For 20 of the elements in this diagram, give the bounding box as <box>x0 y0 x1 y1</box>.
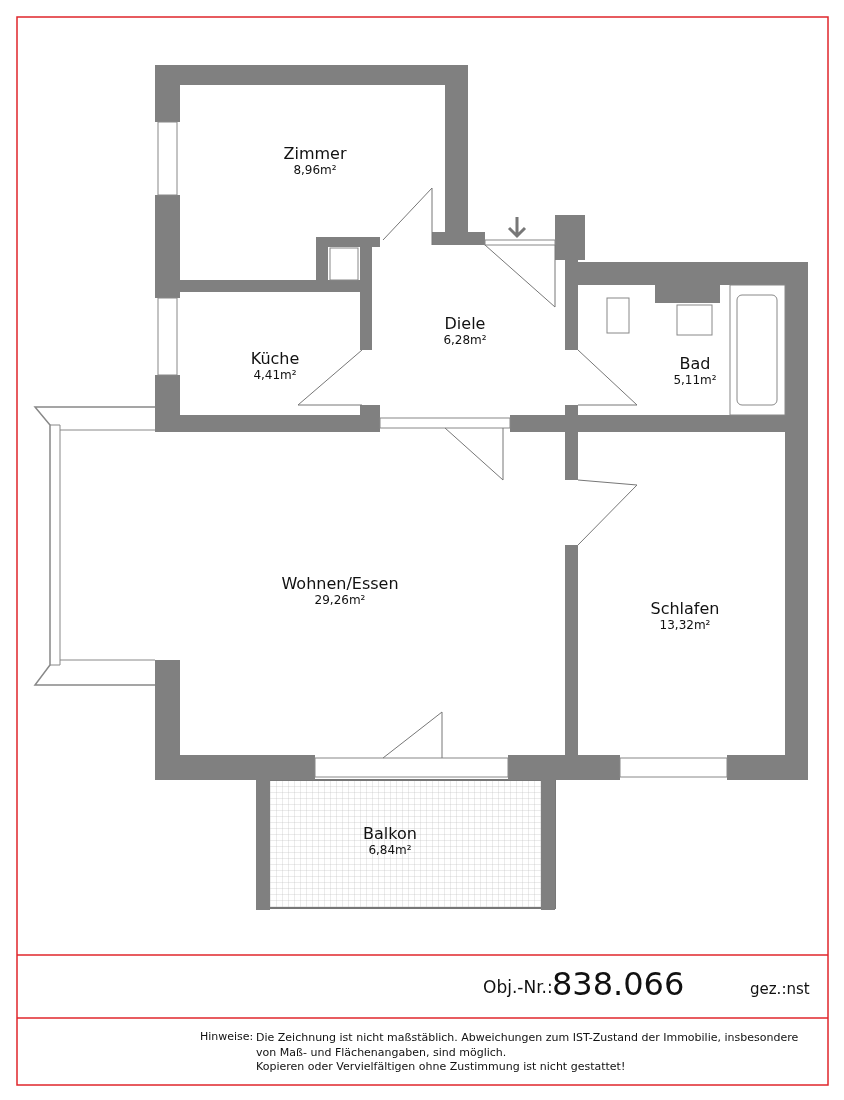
room-name: Wohnen/Essen <box>281 573 399 593</box>
room-name: Diele <box>444 313 486 333</box>
object-number-label: Obj.-Nr.: <box>483 977 553 997</box>
room-name: Schlafen <box>650 598 720 618</box>
room-name: Balkon <box>363 823 417 843</box>
notes-label: Hinweise: <box>200 1030 254 1043</box>
room-area: 8,96m² <box>293 162 337 177</box>
room-area: 29,26m² <box>314 592 366 607</box>
room-area: 6,84m² <box>368 842 412 857</box>
room-name: Zimmer <box>283 143 347 163</box>
room-area: 4,41m² <box>253 367 297 382</box>
room-name: Bad <box>679 353 711 373</box>
drafter-label: gez.:nst <box>750 980 810 998</box>
room-area: 6,28m² <box>443 332 487 347</box>
room-name: Küche <box>250 348 300 368</box>
room-area: 13,32m² <box>659 617 711 632</box>
room-area: 5,11m² <box>673 372 717 387</box>
object-number: 838.066 <box>552 965 685 1003</box>
note-text: Die Zeichnung ist nicht maßstäblich. Abweichungen zum IST-Zustand der Immobilie, insbesondere von Maß- und Flächenangaben, sind möglich. <box>256 1030 800 1060</box>
note-text: Kopieren oder Vervielfältigen ohne Zustimmung ist nicht gestattet! <box>256 1060 626 1073</box>
